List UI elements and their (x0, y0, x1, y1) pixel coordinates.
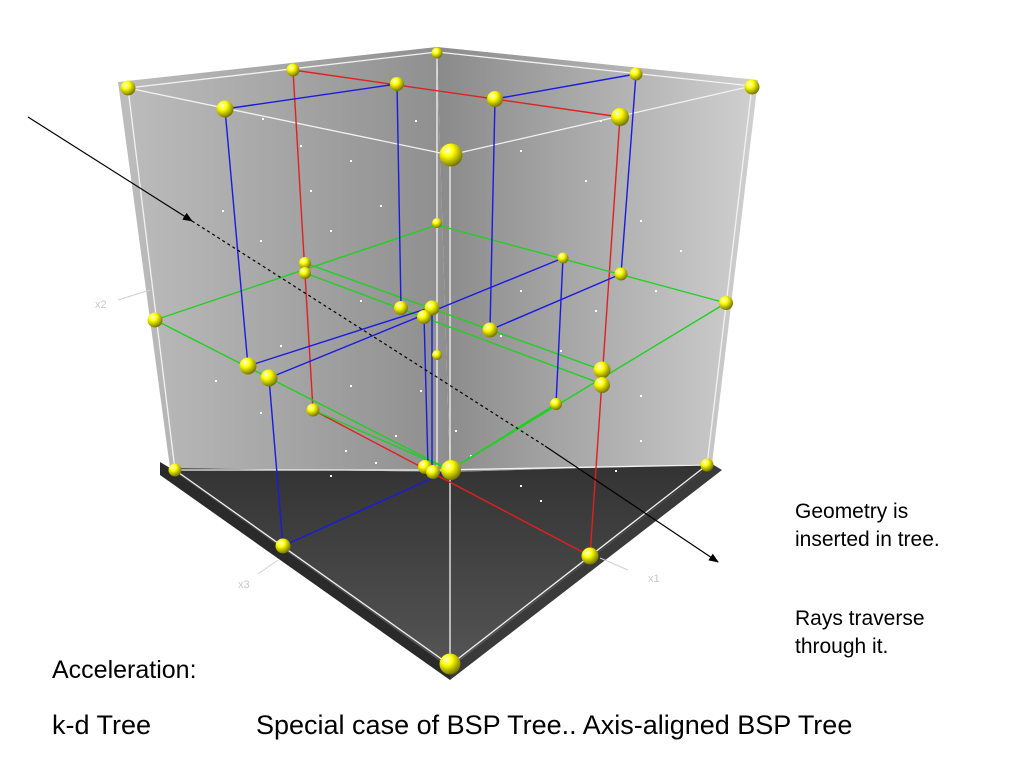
node-sphere (557, 252, 569, 264)
node-sphere (614, 267, 628, 281)
ray-outgoing-segment (544, 445, 719, 563)
node-sphere (629, 67, 643, 81)
node-sphere (120, 80, 136, 96)
node-sphere (550, 398, 562, 410)
node-sphere (593, 361, 611, 379)
geometry-note-line-1: Geometry is (795, 500, 909, 523)
node-sphere (611, 108, 629, 126)
node-sphere (744, 79, 760, 95)
geometry-points (215, 118, 682, 502)
ray-inside-segment (191, 220, 546, 447)
node-spheres (120, 47, 760, 675)
axis-label-x1: x1 (648, 573, 660, 585)
node-sphere (487, 91, 503, 107)
node-sphere (299, 257, 311, 269)
split-planes-x3 (224, 73, 637, 547)
axis-label-x3: x3 (238, 579, 250, 591)
node-sphere (260, 369, 278, 387)
floor-front-rim-right (450, 464, 722, 680)
bounding-box-edges (127, 51, 753, 666)
back-left-wall (118, 47, 450, 472)
floor-front-rim (160, 462, 450, 680)
node-sphere (275, 538, 291, 554)
axis-x3-tick (257, 559, 279, 575)
rays-note: Rays traverse through it. (795, 605, 925, 661)
node-sphere (594, 377, 610, 393)
ray-incoming-segment (27, 116, 193, 222)
geometry-note: Geometry is inserted in tree. (795, 498, 940, 554)
node-sphere (700, 458, 714, 472)
node-sphere (306, 403, 320, 417)
rays-note-line-2: through it. (795, 635, 889, 658)
node-sphere (216, 100, 234, 118)
node-sphere (482, 322, 498, 338)
node-sphere (441, 460, 461, 480)
node-sphere (299, 267, 311, 279)
rays-note-line-1: Rays traverse (795, 607, 925, 630)
axis-x2-tick (117, 289, 151, 301)
node-sphere (286, 63, 300, 77)
node-sphere (439, 653, 461, 675)
floor (170, 464, 712, 668)
geometry-note-line-2: inserted in tree. (795, 528, 940, 551)
node-sphere (394, 301, 408, 315)
axis-label-x2: x2 (95, 299, 107, 311)
node-sphere (426, 465, 440, 479)
node-sphere (168, 463, 182, 477)
node-sphere (439, 143, 463, 167)
node-sphere (417, 310, 431, 324)
back-right-wall (437, 47, 758, 472)
node-sphere (432, 218, 442, 228)
kd-tree-term: k-d Tree (52, 710, 152, 740)
node-sphere (581, 547, 599, 565)
node-sphere (390, 77, 404, 91)
node-sphere (147, 312, 163, 328)
node-sphere (432, 350, 442, 360)
split-planes-x1 (292, 69, 621, 557)
axis-x1-tick (599, 557, 629, 571)
ray (27, 116, 719, 563)
acceleration-heading: Acceleration: (52, 656, 197, 684)
node-sphere (239, 357, 257, 375)
node-sphere (431, 47, 443, 59)
node-sphere (719, 296, 733, 310)
kd-tree-definition: Special case of BSP Tree.. Axis-aligned … (256, 710, 853, 740)
